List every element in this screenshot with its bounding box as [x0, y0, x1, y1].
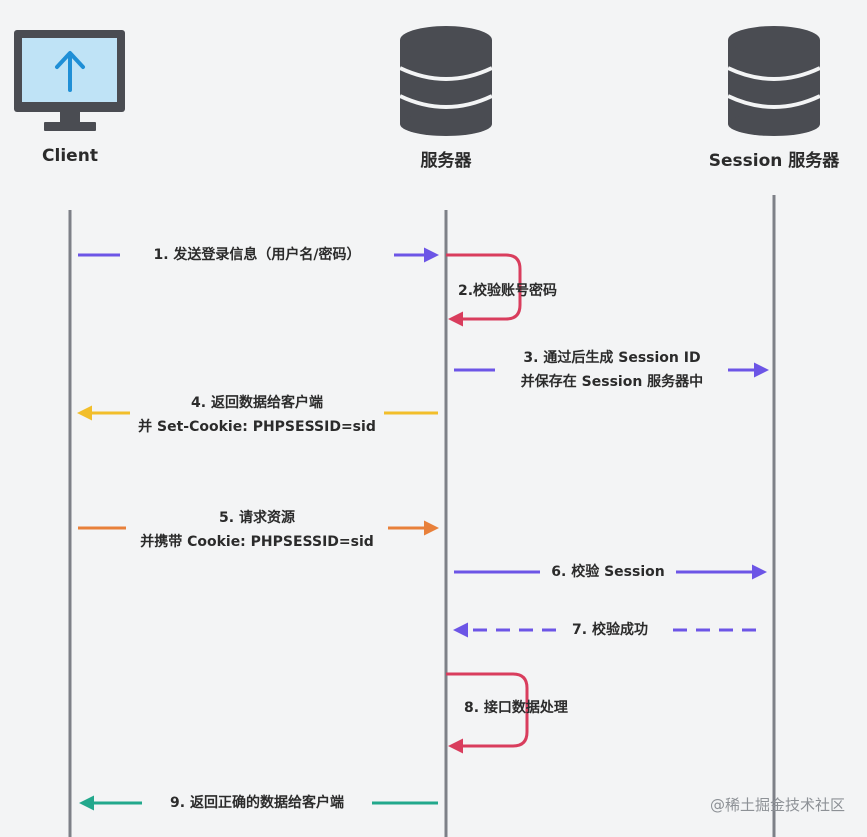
message-1-label: 1. 发送登录信息（用户名/密码） — [153, 247, 361, 263]
message-7-label: 7. 校验成功 — [572, 622, 648, 638]
arrow-8-self-loop — [446, 672, 529, 754]
message-3-label: 3. 通过后生成 Session ID 并保存在 Session 服务器中 — [521, 346, 703, 394]
message-2-label: 2.校验账号密码 — [458, 283, 558, 299]
message-9-label: 9. 返回正确的数据给客户端 — [170, 795, 344, 811]
server-label: 服务器 — [420, 151, 472, 171]
message-5-label: 5. 请求资源 并携带 Cookie: PHPSESSID=sid — [140, 506, 374, 554]
message-5-line-1: 5. 请求资源 — [219, 510, 295, 526]
session-server-label: Session 服务器 — [708, 151, 840, 171]
arrow-2-self-loop — [446, 253, 522, 327]
monitor-upload-icon — [14, 30, 125, 131]
message-4-line-1: 4. 返回数据给客户端 — [191, 395, 323, 411]
watermark-text: @稀土掘金技术社区 — [709, 796, 845, 814]
database-icon — [399, 26, 493, 136]
message-4-line-2: 并 Set-Cookie: PHPSESSID=sid — [138, 419, 376, 435]
client-label: Client — [42, 146, 98, 166]
message-3-line-2: 并保存在 Session 服务器中 — [520, 374, 704, 390]
message-5-line-2: 并携带 Cookie: PHPSESSID=sid — [140, 534, 374, 550]
message-8-label: 8. 接口数据处理 — [464, 700, 568, 716]
message-6-label: 6. 校验 Session — [551, 564, 665, 580]
database-icon — [727, 26, 821, 136]
message-3-line-1: 3. 通过后生成 Session ID — [523, 350, 701, 366]
message-4-label: 4. 返回数据给客户端 并 Set-Cookie: PHPSESSID=sid — [138, 391, 376, 439]
